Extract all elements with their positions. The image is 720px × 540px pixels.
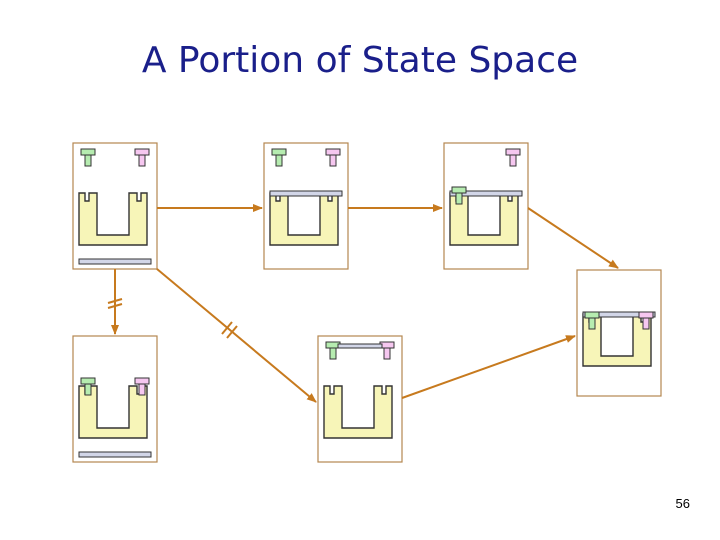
state-goal [576,269,662,397]
state-lower-left [72,335,158,463]
slide-title: A Portion of State Space [141,40,579,81]
blocked-mark [226,325,238,339]
bar-piece-icon [449,190,523,197]
bar-piece-icon [269,190,343,197]
arrow-green-to-goal [527,207,619,269]
bar-piece-icon [78,258,152,265]
blocked-mark [107,298,123,304]
bar-piece-icon [78,451,152,458]
arrow-start-to-lower-middle [156,268,317,403]
bar-piece-icon [337,343,383,349]
state-lower-middle [317,335,403,463]
arrow-lower-middle-to-goal [401,335,576,399]
blocked-mark [221,321,233,335]
page-number: 56 [675,496,690,511]
state-green-t-on-table [443,142,529,270]
bar-piece-icon [582,311,656,318]
blocked-mark [107,303,123,309]
state-start [72,142,158,270]
state-bar-on-table [263,142,349,270]
transition-arrows [107,204,619,403]
